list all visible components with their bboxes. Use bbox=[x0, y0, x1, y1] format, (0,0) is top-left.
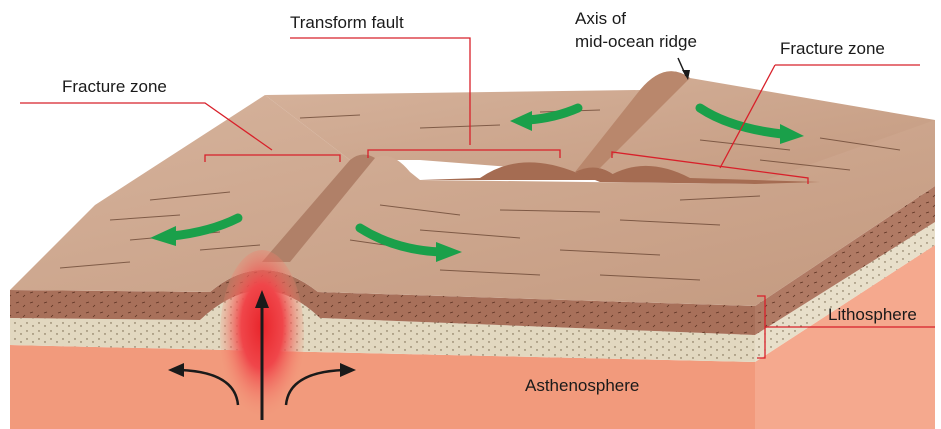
label-asthenosphere: Asthenosphere bbox=[525, 376, 639, 395]
label-lithosphere: Lithosphere bbox=[828, 305, 917, 324]
label-transform-fault: Transform fault bbox=[290, 13, 404, 32]
label-axis-line2: mid-ocean ridge bbox=[575, 32, 697, 51]
label-fracture-zone-right: Fracture zone bbox=[780, 39, 885, 58]
label-fracture-zone-left: Fracture zone bbox=[62, 77, 167, 96]
label-axis-line1: Axis of bbox=[575, 9, 626, 28]
